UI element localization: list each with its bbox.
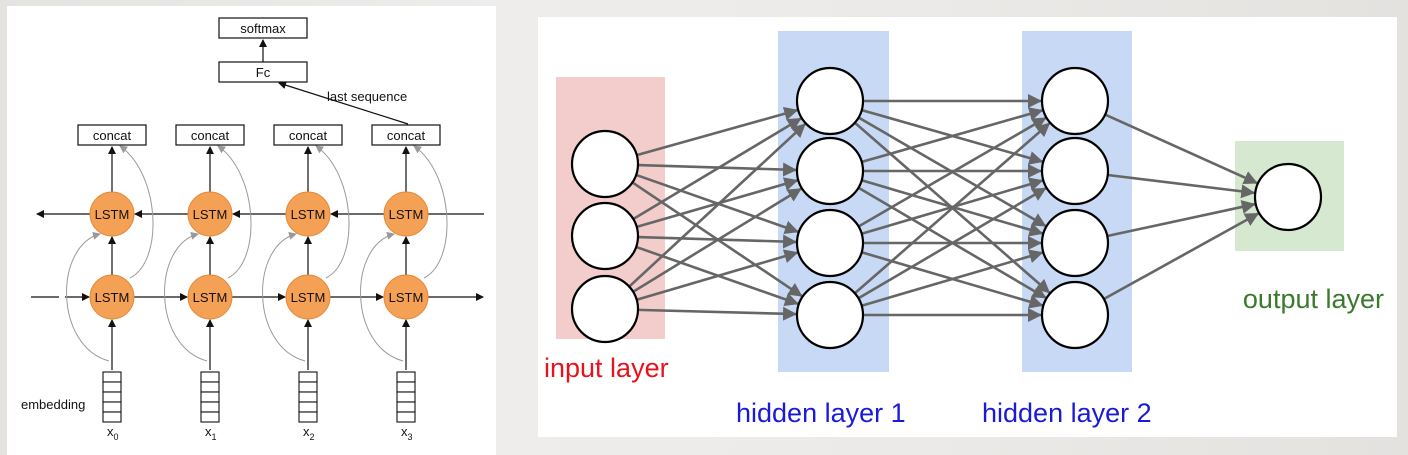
layer-label: hidden layer 1 [736, 398, 906, 428]
forward-lstm-to-concat-arrow [217, 145, 252, 279]
connection-edge [1103, 212, 1260, 301]
embedding-to-backward-lstm-arrow [262, 231, 306, 362]
connection-edge [632, 187, 802, 293]
softmax-label: softmax [240, 21, 286, 36]
neural-network-panel: input layer hidden layer 1 hidden layer 2 o… [538, 17, 1397, 437]
concat-box: concat [77, 124, 147, 146]
lstm-label: LSTM [291, 290, 326, 305]
connection-edge [861, 107, 1044, 164]
connection-edge [857, 187, 1047, 300]
backward-lstm-node: LSTM [89, 191, 135, 237]
softmax-box: softmax [218, 17, 308, 39]
connection-edge [1107, 173, 1256, 199]
fc-box: Fc [218, 61, 308, 83]
layer-bands [556, 31, 1344, 372]
concat-box: concat [371, 124, 441, 146]
input-label: x2 [303, 424, 315, 442]
neuron [795, 66, 865, 136]
embedding-vector [396, 371, 416, 423]
connection-edge [628, 123, 806, 288]
connection-edge [1104, 113, 1258, 185]
neurons [570, 66, 1323, 350]
embedding-to-backward-lstm-arrow [66, 231, 110, 362]
neuron [1253, 162, 1323, 232]
forward-lstm-node: LSTM [89, 274, 135, 320]
neuron [570, 129, 640, 199]
concat-label: concat [289, 128, 328, 143]
lstm-label: LSTM [193, 290, 228, 305]
forward-lstm-node: LSTM [285, 274, 331, 320]
connection-edge [861, 249, 1044, 307]
connection-edge [857, 116, 1047, 228]
input-label: x1 [205, 424, 217, 442]
neuron [795, 280, 865, 350]
connections [628, 94, 1260, 322]
layer-label: hidden layer 2 [982, 398, 1152, 428]
backward-lstm-node: LSTM [285, 191, 331, 237]
connection-edge [636, 249, 799, 301]
concat-label: concat [191, 128, 230, 143]
neural-network-diagram: input layer hidden layer 1 hidden layer 2 o… [544, 31, 1384, 428]
input-label: x3 [401, 424, 413, 442]
forward-lstm-node: LSTM [187, 274, 233, 320]
connection-edge [853, 122, 1051, 295]
last-sequence-label: last sequence [327, 89, 407, 104]
lstm-recurrent-arrows [31, 210, 484, 301]
connection-edge [637, 306, 798, 321]
layer-label: input layer [544, 353, 669, 383]
neuron [570, 274, 640, 344]
neuron [795, 208, 865, 278]
concat-label: concat [93, 128, 132, 143]
lstm-columns: concatLSTMLSTMx0concatLSTMLSTMx1concatLS… [66, 124, 448, 442]
concat-box: concat [273, 124, 343, 146]
connection-edge [636, 177, 799, 229]
lstm-label: LSTM [291, 207, 326, 222]
input-label: x0 [107, 424, 119, 442]
layer-labels: input layer hidden layer 1 hidden layer 2 o… [544, 284, 1384, 428]
connection-edge [1106, 200, 1256, 238]
last-sequence-arrow [278, 81, 409, 125]
concat-label: concat [387, 128, 426, 143]
backward-lstm-node: LSTM [187, 191, 233, 237]
neuron [570, 201, 640, 271]
forward-lstm-node: LSTM [383, 274, 429, 320]
embedding-label: embedding [21, 397, 85, 412]
lstm-label: LSTM [389, 207, 424, 222]
embedding-vector [102, 371, 122, 423]
embedding-to-backward-lstm-arrow [360, 231, 404, 362]
neuron [1040, 66, 1110, 136]
lstm-label: LSTM [193, 207, 228, 222]
lstm-label: LSTM [389, 290, 424, 305]
concat-box: concat [175, 124, 245, 146]
forward-lstm-to-concat-arrow [315, 145, 350, 279]
embedding-to-backward-lstm-arrow [164, 231, 208, 362]
neuron [1040, 136, 1110, 206]
backward-lstm-node: LSTM [383, 191, 429, 237]
lstm-label: LSTM [95, 207, 130, 222]
embedding-vector [298, 371, 318, 423]
forward-lstm-to-concat-arrow [119, 145, 154, 279]
neuron [795, 136, 865, 206]
connection-edge [632, 117, 802, 221]
connection-edge [636, 106, 799, 157]
lstm-label: LSTM [95, 290, 130, 305]
layer-label: output layer [1243, 284, 1384, 314]
forward-lstm-to-concat-arrow [413, 145, 448, 279]
neuron [1040, 280, 1110, 350]
embedding-vector [200, 371, 220, 423]
fc-label: Fc [256, 65, 271, 80]
neuron [1040, 208, 1110, 278]
